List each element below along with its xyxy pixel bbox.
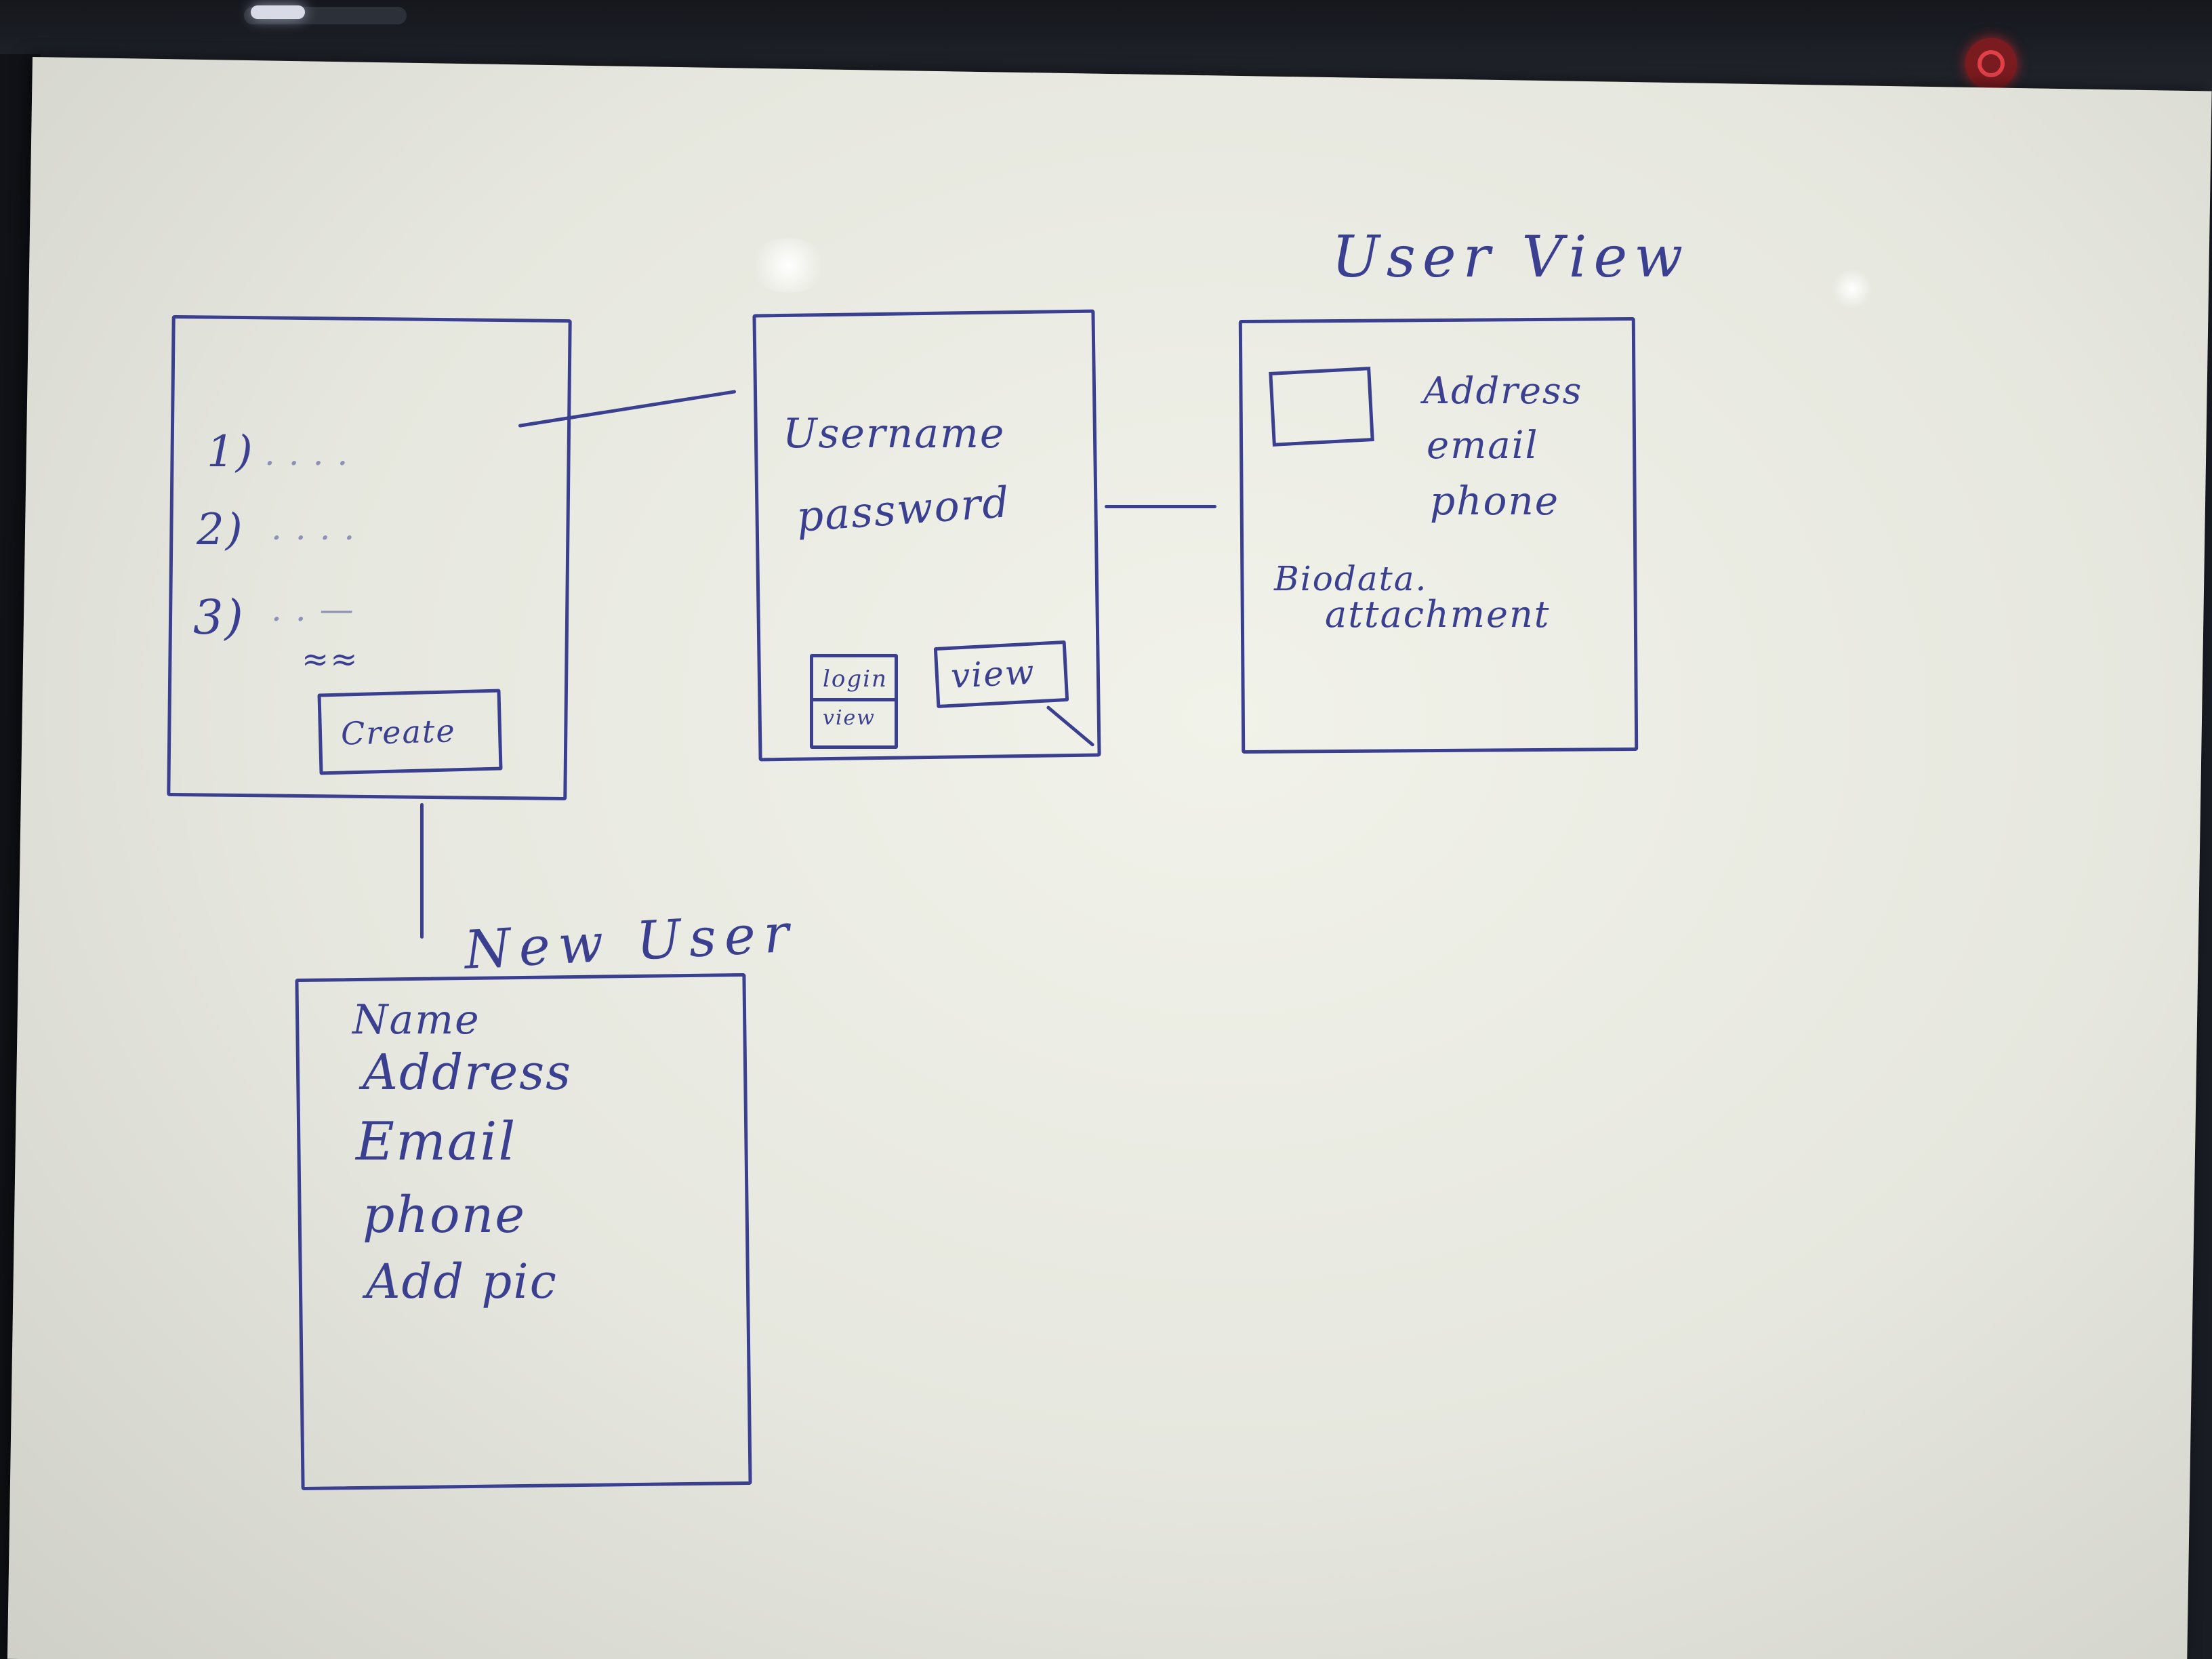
connector-line	[1105, 505, 1216, 508]
attachment-link[interactable]: attachment	[1325, 593, 1551, 636]
email-field-label[interactable]: Email	[356, 1111, 517, 1172]
login-button-label: login	[823, 665, 888, 693]
new-user-title: New User	[462, 903, 799, 981]
name-field-label[interactable]: Name	[352, 996, 480, 1044]
view-tab-label: view	[823, 706, 876, 730]
divider	[813, 698, 895, 701]
profile-photo-placeholder	[1269, 367, 1374, 447]
create-button-label: Create	[340, 712, 457, 752]
list-item-3[interactable]: 3)	[193, 590, 245, 645]
scribble-icon: ≈≈	[302, 640, 359, 678]
list-item-2[interactable]: 2)	[197, 505, 244, 555]
connector-line	[420, 803, 424, 939]
list-item-placeholder: . . —	[271, 590, 355, 629]
user-view-title: User View	[1332, 224, 1690, 290]
light-glare	[251, 5, 305, 19]
add-pic-button[interactable]: Add pic	[366, 1254, 558, 1309]
create-button[interactable]: Create	[317, 689, 503, 775]
username-field-label[interactable]: Username	[783, 410, 1006, 457]
view-button-label: view	[949, 652, 1037, 696]
address-label: Address	[1423, 369, 1583, 412]
biodata-label: Biodata.	[1274, 559, 1428, 598]
phone-label: phone	[1430, 478, 1560, 524]
address-field-label[interactable]: Address	[363, 1044, 573, 1101]
phone-field-label[interactable]: phone	[363, 1186, 527, 1244]
beats-logo-icon	[1965, 38, 2017, 89]
login-button[interactable]: login view	[810, 654, 898, 749]
list-item-placeholder: . . . .	[264, 434, 350, 473]
list-item-placeholder: . . . .	[271, 508, 356, 548]
view-button[interactable]: view	[933, 640, 1069, 709]
email-label: email	[1427, 424, 1539, 468]
list-item-1[interactable]: 1)	[207, 427, 254, 477]
